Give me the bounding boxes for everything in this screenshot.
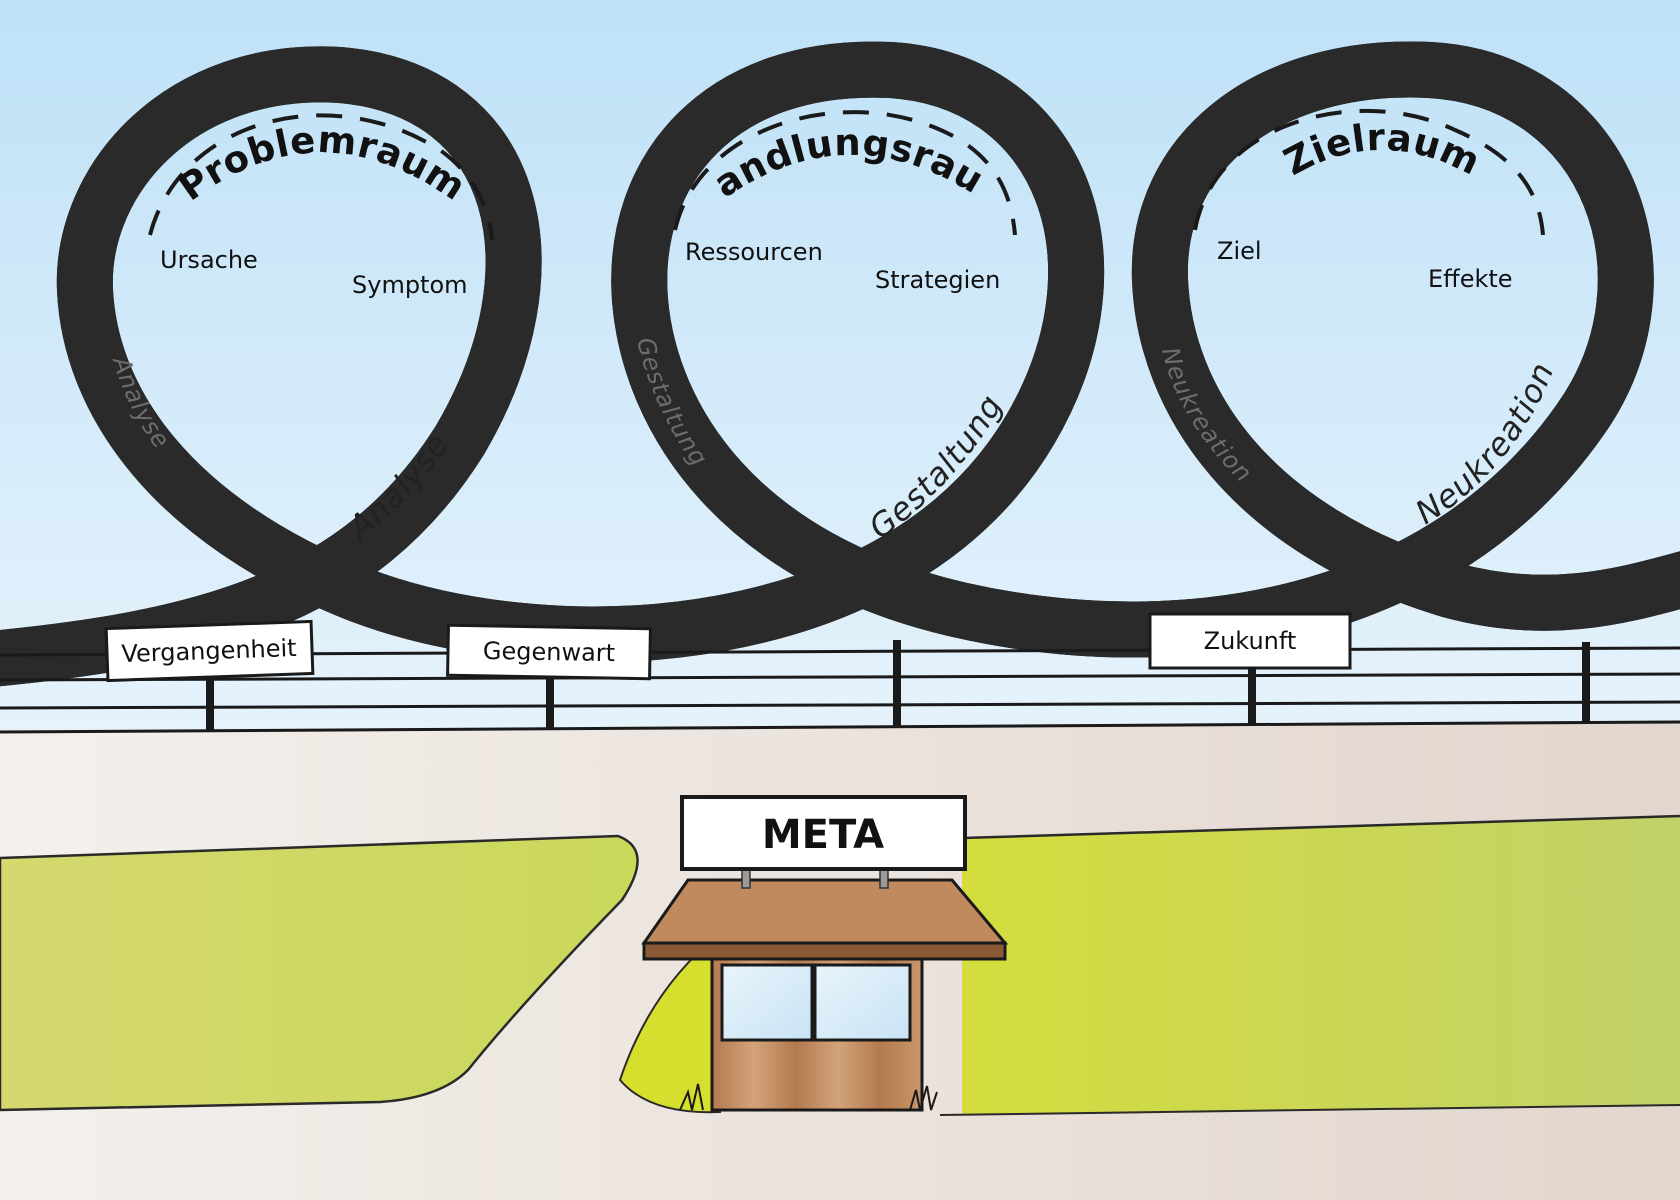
grass-right-edge xyxy=(961,814,1680,840)
label-strategien: Strategien xyxy=(875,266,1000,294)
kiosk-window-left xyxy=(720,963,814,1042)
label-ursache: Ursache xyxy=(160,246,258,274)
grass-behind-kiosk xyxy=(618,932,722,1114)
grass-left xyxy=(0,834,639,1112)
meta-kiosk: META xyxy=(641,795,1009,1112)
label-ressourcen: Ressourcen xyxy=(685,238,823,266)
label-ziel: Ziel xyxy=(1217,237,1262,265)
grass-right xyxy=(952,816,1680,1115)
fence xyxy=(0,646,1680,734)
grass-right-bottom xyxy=(939,1104,1680,1116)
kiosk-window-right xyxy=(813,963,912,1042)
svg-text:Gegenwart: Gegenwart xyxy=(483,637,616,667)
sign-zukunft: Zukunft xyxy=(1148,612,1352,670)
kiosk-roof xyxy=(641,878,1009,945)
fence-posts xyxy=(206,640,1590,732)
sign-gegenwart: Gegenwart xyxy=(446,623,652,681)
svg-text:Zukunft: Zukunft xyxy=(1204,627,1297,655)
label-symptom: Symptom xyxy=(352,271,468,299)
sign-vergangenheit: Vergangenheit xyxy=(104,619,315,683)
svg-text:Vergangenheit: Vergangenheit xyxy=(121,634,297,668)
kiosk-roof-edge xyxy=(642,941,1007,961)
dashed-title-arcs xyxy=(148,108,1545,241)
kiosk-sign xyxy=(680,795,967,871)
loop-track xyxy=(0,69,1680,660)
label-effekte: Effekte xyxy=(1428,265,1513,293)
grass-tufts xyxy=(679,1083,938,1111)
kiosk-label: META xyxy=(762,812,884,858)
